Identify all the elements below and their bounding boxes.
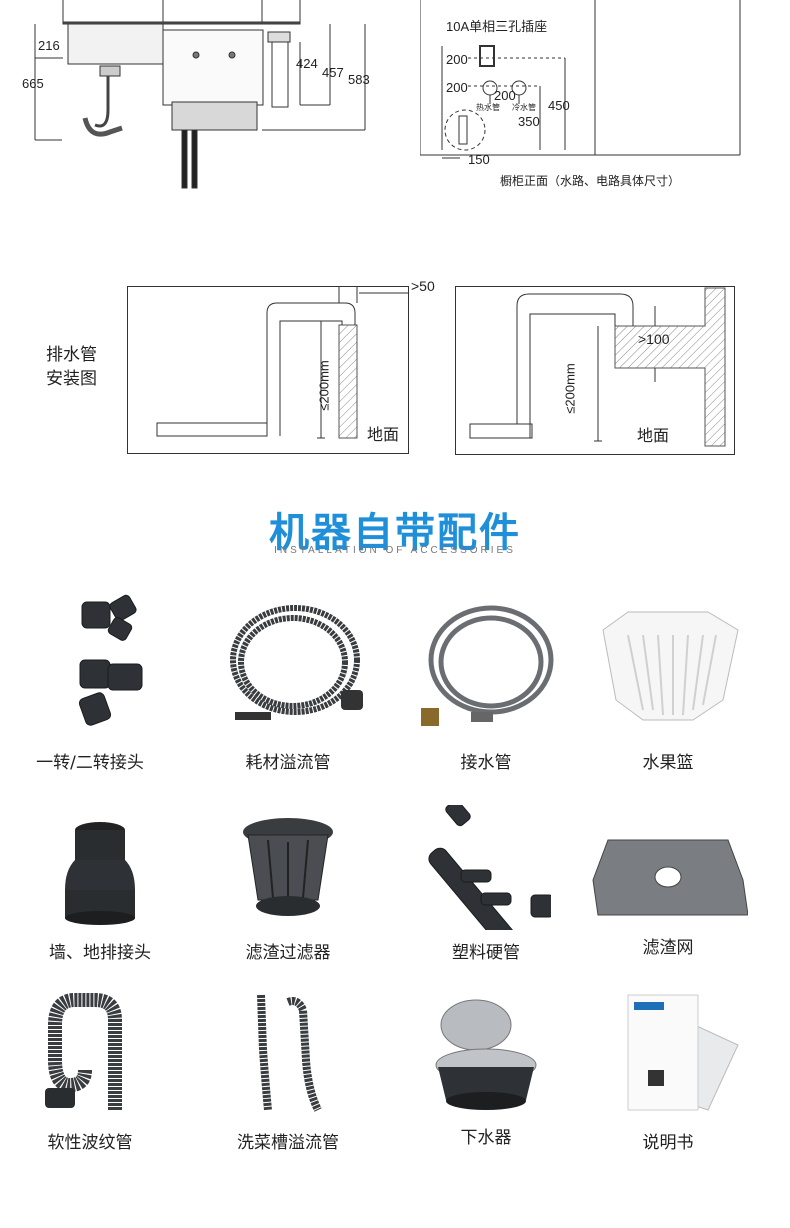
accessories-title: 机器自带配件 — [269, 510, 521, 556]
accessory-label: 接水管 — [460, 753, 512, 773]
drain-adapter-icon — [65, 822, 135, 925]
hot-pipe-label: 热水管 — [476, 103, 500, 112]
drain-left-drawing — [127, 286, 409, 454]
accessory-item: 耗材溢流管 — [198, 590, 378, 773]
accessory-item: 水果篮 — [578, 590, 758, 773]
accessory-item: 下水器 — [396, 995, 576, 1148]
dim-583: 583 — [348, 72, 370, 87]
accessory-item: 洗菜槽溢流管 — [198, 990, 378, 1153]
overflow-hose-icon — [230, 605, 363, 720]
accessory-item: 说明书 — [578, 990, 758, 1153]
drain-title-line2: 安装图 — [46, 369, 97, 389]
sink-drain-icon — [435, 999, 537, 1110]
dim-665: 665 — [22, 76, 44, 91]
accessory-label: 耗材溢流管 — [245, 753, 331, 773]
accessory-label: 说明书 — [642, 1133, 694, 1153]
left-gap-label: >50 — [411, 278, 435, 294]
dim-150: 150 — [468, 152, 490, 167]
dim-216: 216 — [38, 38, 60, 53]
drain-diagram-right: >100 ≤200mm 地面 — [455, 286, 735, 456]
accessories-subtitle: INSTALLATION OF ACCESSORIES — [274, 545, 516, 556]
plastic-pipe-icon — [428, 805, 551, 930]
accessory-item: 接水管 — [396, 590, 576, 773]
cold-pipe-label: 冷水管 — [512, 103, 536, 112]
drain-section-title: 排水管 安装图 — [46, 343, 97, 391]
accessory-label: 滤渣网 — [642, 938, 694, 958]
right-gap-label: >100 — [638, 331, 670, 347]
cabinet-front-diagram: 10A单相三孔插座 200 200 200 热水管 冷水管 450 350 15… — [419, 0, 790, 200]
right-height-label: ≤200mm — [562, 363, 578, 414]
accessory-label: 软性波纹管 — [47, 1133, 133, 1153]
corrugated-pipe-icon — [45, 993, 122, 1110]
dim-200-c: 200 — [494, 88, 516, 103]
dim-200-a: 200 — [446, 52, 468, 67]
left-height-label: ≤200mm — [316, 360, 332, 411]
cabinet-side-drawing — [34, 0, 366, 189]
accessory-label: 下水器 — [460, 1128, 512, 1148]
socket-label: 10A单相三孔插座 — [446, 19, 548, 34]
cabinet-front-drawing — [419, 0, 741, 159]
drain-title-line1: 排水管 — [46, 345, 97, 365]
accessory-item: 墙、地排接头 — [10, 810, 190, 963]
cabinet-side-diagram: 216 665 424 457 583 — [0, 0, 400, 200]
y-connector-icon — [78, 594, 143, 726]
water-hose-icon — [421, 605, 554, 726]
accessory-item: 塑料硬管 — [396, 805, 576, 963]
accessory-label: 水果篮 — [642, 753, 694, 773]
drain-right-drawing — [455, 286, 735, 455]
manual-icon — [627, 994, 739, 1111]
left-floor-label: 地面 — [367, 427, 400, 444]
sink-overflow-pipe-icon — [257, 994, 322, 1112]
dim-200-b: 200 — [446, 80, 468, 95]
dim-350: 350 — [518, 114, 540, 129]
dim-450: 450 — [548, 98, 570, 113]
accessory-item: 滤渣网 — [578, 835, 758, 958]
dim-457: 457 — [322, 65, 344, 80]
fruit-basket-icon — [602, 611, 739, 721]
residue-filter-icon — [243, 818, 333, 916]
filter-plate-icon — [592, 839, 748, 916]
drain-diagram-left: >50 ≤200mm 地面 — [127, 278, 435, 455]
accessory-label: 一转/二转接头 — [36, 753, 144, 773]
accessory-label: 塑料硬管 — [452, 943, 520, 963]
accessory-label: 滤渣过滤器 — [245, 943, 331, 963]
accessory-item: 滤渣过滤器 — [198, 810, 378, 963]
accessory-label: 洗菜槽溢流管 — [237, 1133, 339, 1153]
front-caption: 橱柜正面（水路、电路具体尺寸） — [500, 174, 681, 188]
accessory-item: 一转/二转接头 — [0, 590, 180, 773]
accessory-item: 软性波纹管 — [0, 990, 180, 1153]
accessory-label: 墙、地排接头 — [49, 943, 151, 963]
right-floor-label: 地面 — [637, 428, 670, 445]
dim-424: 424 — [296, 56, 318, 71]
